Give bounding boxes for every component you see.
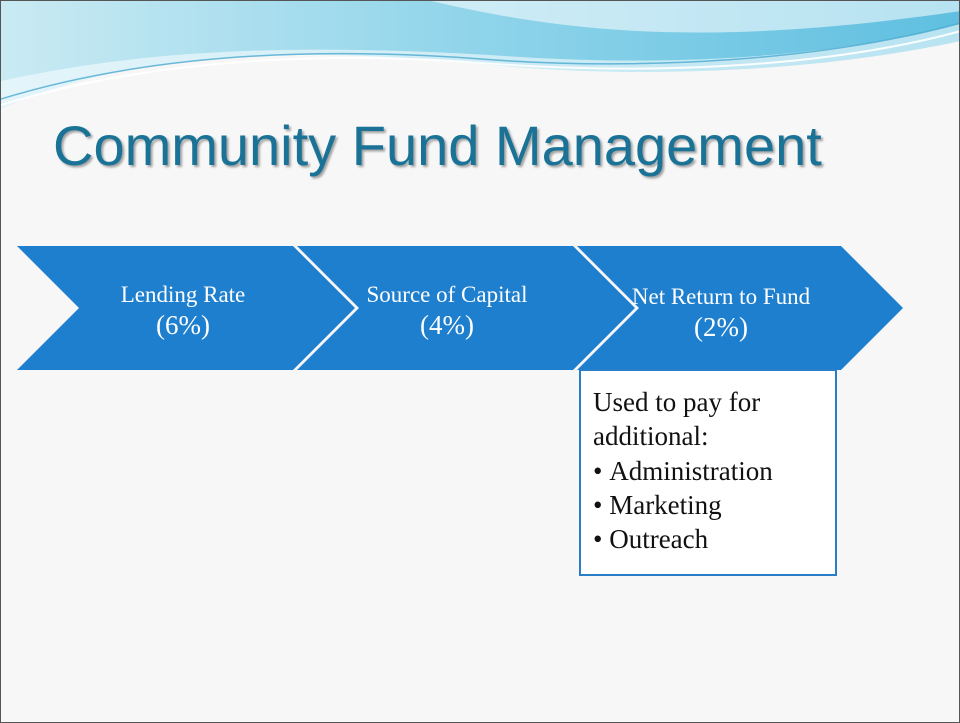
- step-source-of-capital: Source of Capital (4%): [347, 281, 547, 341]
- chevron-step-source-of-capital: [297, 246, 635, 370]
- list-item-marketing: Marketing: [593, 488, 825, 522]
- step-value: (2%): [694, 311, 748, 342]
- note-bullet-list: Administration Marketing Outreach: [593, 454, 825, 557]
- note-intro-line: Used to pay for: [593, 387, 761, 417]
- decorative-wave-header: [1, 1, 959, 109]
- step-label: Lending Rate: [120, 282, 246, 307]
- list-item-outreach: Outreach: [593, 522, 825, 556]
- chevron-step-lending-rate: [17, 246, 355, 370]
- net-return-note-box: Used to pay for additional: Administrati…: [579, 369, 837, 576]
- step-value: (6%): [156, 309, 210, 340]
- step-label: Source of Capital: [366, 282, 528, 307]
- page-title: Community Fund Management: [53, 114, 822, 177]
- note-intro-line: additional:: [593, 421, 709, 452]
- chevron-step-net-return: [577, 246, 903, 370]
- step-label: Net Return to Fund: [631, 284, 811, 309]
- step-lending-rate: Lending Rate (6%): [83, 281, 283, 341]
- list-item-administration: Administration: [593, 454, 825, 488]
- step-net-return: Net Return to Fund (2%): [621, 283, 821, 343]
- step-value: (4%): [420, 309, 474, 340]
